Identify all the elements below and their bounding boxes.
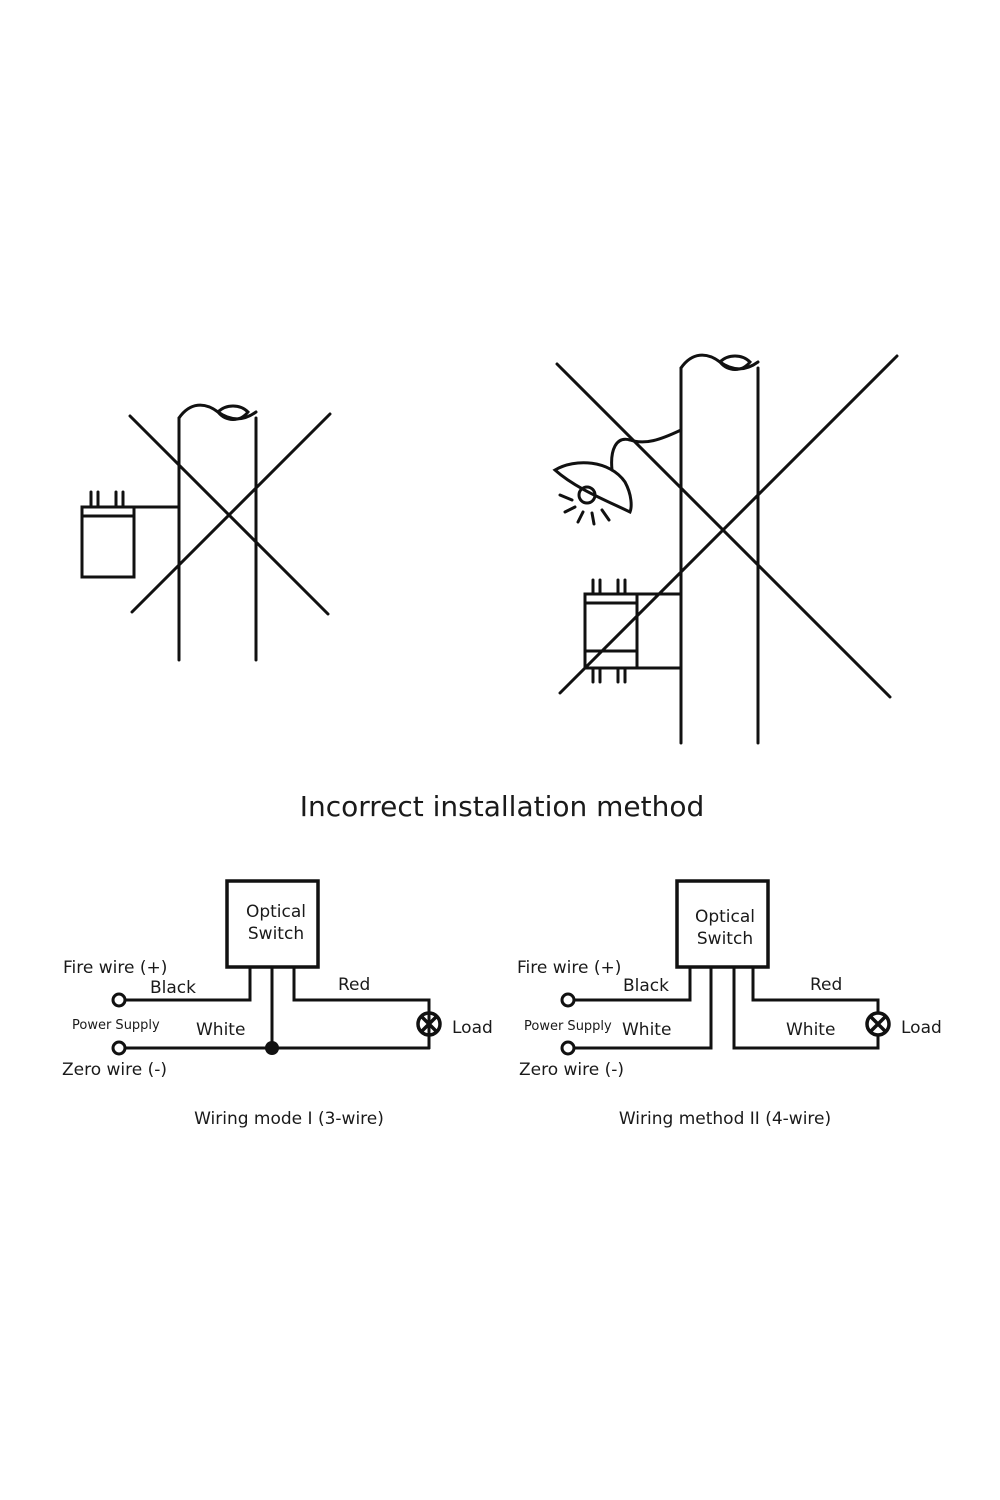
red-label: Red — [338, 975, 370, 995]
incorrect-install-right — [552, 353, 899, 745]
white-wire-left — [573, 965, 713, 1050]
incorrect-install-left — [80, 403, 332, 662]
page-title: Incorrect installation method — [300, 790, 705, 823]
load-label: Load — [452, 1018, 493, 1038]
zero-wire-label: Zero wire (-) — [519, 1060, 624, 1080]
red-label: Red — [810, 975, 842, 995]
switch-label-line2: Switch — [697, 929, 753, 949]
wiring-diagram-4-wire: Optical Switch Fire wire (+) Black Power… — [517, 879, 942, 1129]
black-wire — [124, 965, 252, 1002]
terminal-icon — [111, 992, 127, 1008]
black-wire — [573, 965, 692, 1002]
red-wire — [751, 965, 880, 1014]
wiring-diagram-3-wire: Optical Switch Fire wire (+) Black Power… — [62, 879, 493, 1129]
diagram-caption: Wiring method II (4-wire) — [619, 1109, 831, 1129]
diagram-caption: Wiring mode I (3-wire) — [194, 1109, 384, 1129]
zero-wire-label: Zero wire (-) — [62, 1060, 167, 1080]
lamp-icon — [552, 428, 683, 526]
optical-switch-box — [675, 879, 770, 969]
black-label: Black — [150, 978, 196, 998]
junction-dot — [265, 1041, 279, 1055]
load-label: Load — [901, 1018, 942, 1038]
lamp-load-symbol-icon — [865, 1011, 891, 1037]
lamp-load-symbol-icon — [416, 1011, 442, 1037]
cross-mark-icon — [555, 354, 899, 699]
switch-label-line1: Optical — [246, 902, 306, 922]
black-label: Black — [623, 976, 669, 996]
white-label: White — [196, 1020, 245, 1040]
power-supply-label: Power Supply — [72, 1018, 160, 1033]
cross-mark-icon — [128, 412, 332, 616]
switch-label-line1: Optical — [695, 907, 755, 927]
switch-label-line2: Switch — [248, 924, 304, 944]
pole-icon — [679, 353, 760, 745]
sensor-switch-icon — [583, 578, 683, 684]
power-supply-label: Power Supply — [524, 1019, 612, 1034]
white-wire-right — [732, 965, 880, 1050]
fire-wire-label: Fire wire (+) — [63, 958, 167, 978]
terminal-icon — [560, 1040, 576, 1056]
fire-wire-label: Fire wire (+) — [517, 958, 621, 978]
terminal-icon — [560, 992, 576, 1008]
white-right-label: White — [786, 1020, 835, 1040]
pole-icon — [177, 403, 258, 662]
white-left-label: White — [622, 1020, 671, 1040]
sensor-switch-icon — [80, 490, 181, 579]
terminal-icon — [111, 1040, 127, 1056]
